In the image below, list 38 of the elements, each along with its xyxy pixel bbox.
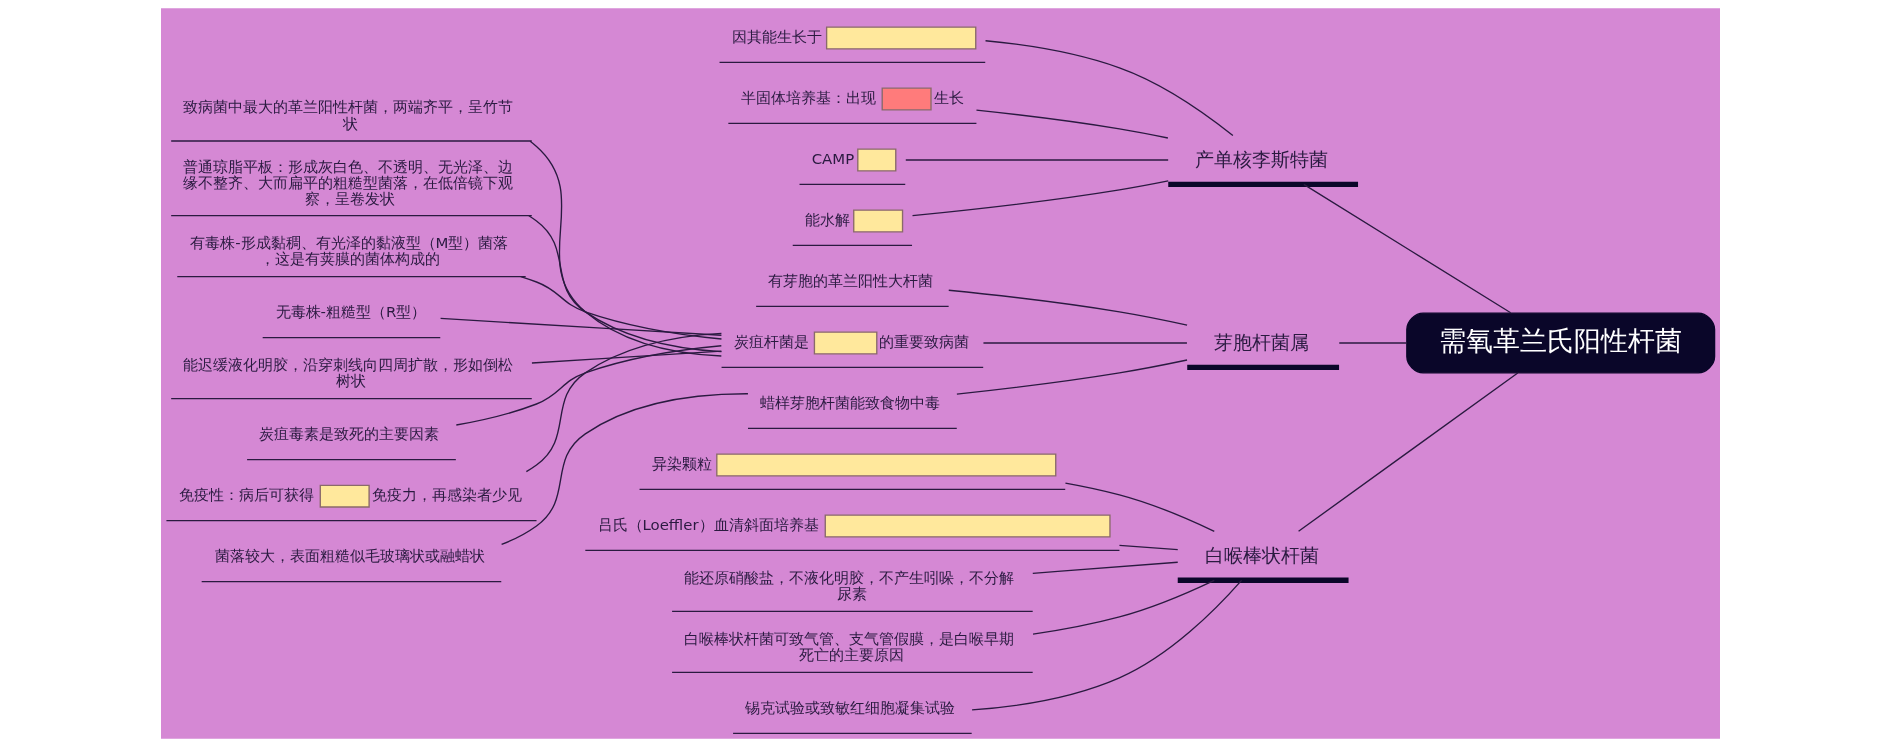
node-text: 炭疽毒素是致死的主要因素 xyxy=(258,424,439,443)
node-text: 普通琼脂平板：形成灰白色、不透明、无光泽、边缘不整齐、大而扁平的粗糙型菌落，在低倍镜下观察，呈卷发状 xyxy=(182,157,513,209)
connector xyxy=(947,289,1188,326)
connector xyxy=(1031,561,1178,574)
connector xyxy=(519,275,722,340)
connector xyxy=(970,579,1242,711)
node-text: 锡克试验或致敏红细胞凝集试验 xyxy=(744,698,955,717)
connector xyxy=(439,317,722,336)
node-text: 蜡样芽胞杆菌能致食物中毒 xyxy=(759,393,940,412)
node-box: 需氧革兰氏阳性杆菌 xyxy=(1405,312,1715,374)
connector xyxy=(1064,482,1215,532)
connector xyxy=(1338,342,1407,344)
node-text: 有芽胞的革兰阳性大杆菌 xyxy=(767,271,933,290)
connector xyxy=(528,140,722,357)
connector xyxy=(1031,579,1215,635)
node-text: 无毒株-粗糙型（R型） xyxy=(275,302,426,321)
connector xyxy=(955,359,1188,395)
connector xyxy=(904,159,1169,161)
node-text: 芽胞杆菌属 xyxy=(1213,330,1309,353)
connector xyxy=(530,350,722,364)
node-text: 能迟缓液化明胶，沿穿刺线向四周扩散，形如倒松树状 xyxy=(182,355,513,391)
node-text: 白喉棒状杆菌可致气管、支气管假膜，是白喉早期死亡的主要原因 xyxy=(683,629,1014,664)
connector xyxy=(455,345,722,426)
node-text: 白喉棒状杆菌 xyxy=(1204,543,1319,566)
node-text: 致病菌中最大的革兰阳性杆菌，两端齐平，呈竹节状 xyxy=(182,98,513,133)
connector xyxy=(1302,183,1511,314)
connector xyxy=(982,342,1188,344)
connector xyxy=(975,109,1169,139)
node-text: 有毒株-形成黏稠、有光泽的黏液型（M型）菌落，这是有荚膜的菌体构成的 xyxy=(189,233,508,269)
node-text: 菌落较大，表面粗糙似毛玻璃状或融蜡状 xyxy=(214,546,485,565)
node-text: 产单核李斯特菌 xyxy=(1194,147,1328,170)
connector xyxy=(911,180,1169,217)
connector xyxy=(1297,372,1518,532)
connector xyxy=(525,332,722,473)
connector xyxy=(500,393,749,546)
connector xyxy=(1118,544,1178,551)
connector xyxy=(984,40,1234,137)
node-text: 能还原硝酸盐，不液化明胶，不产生吲哚，不分解尿素 xyxy=(683,568,1014,603)
